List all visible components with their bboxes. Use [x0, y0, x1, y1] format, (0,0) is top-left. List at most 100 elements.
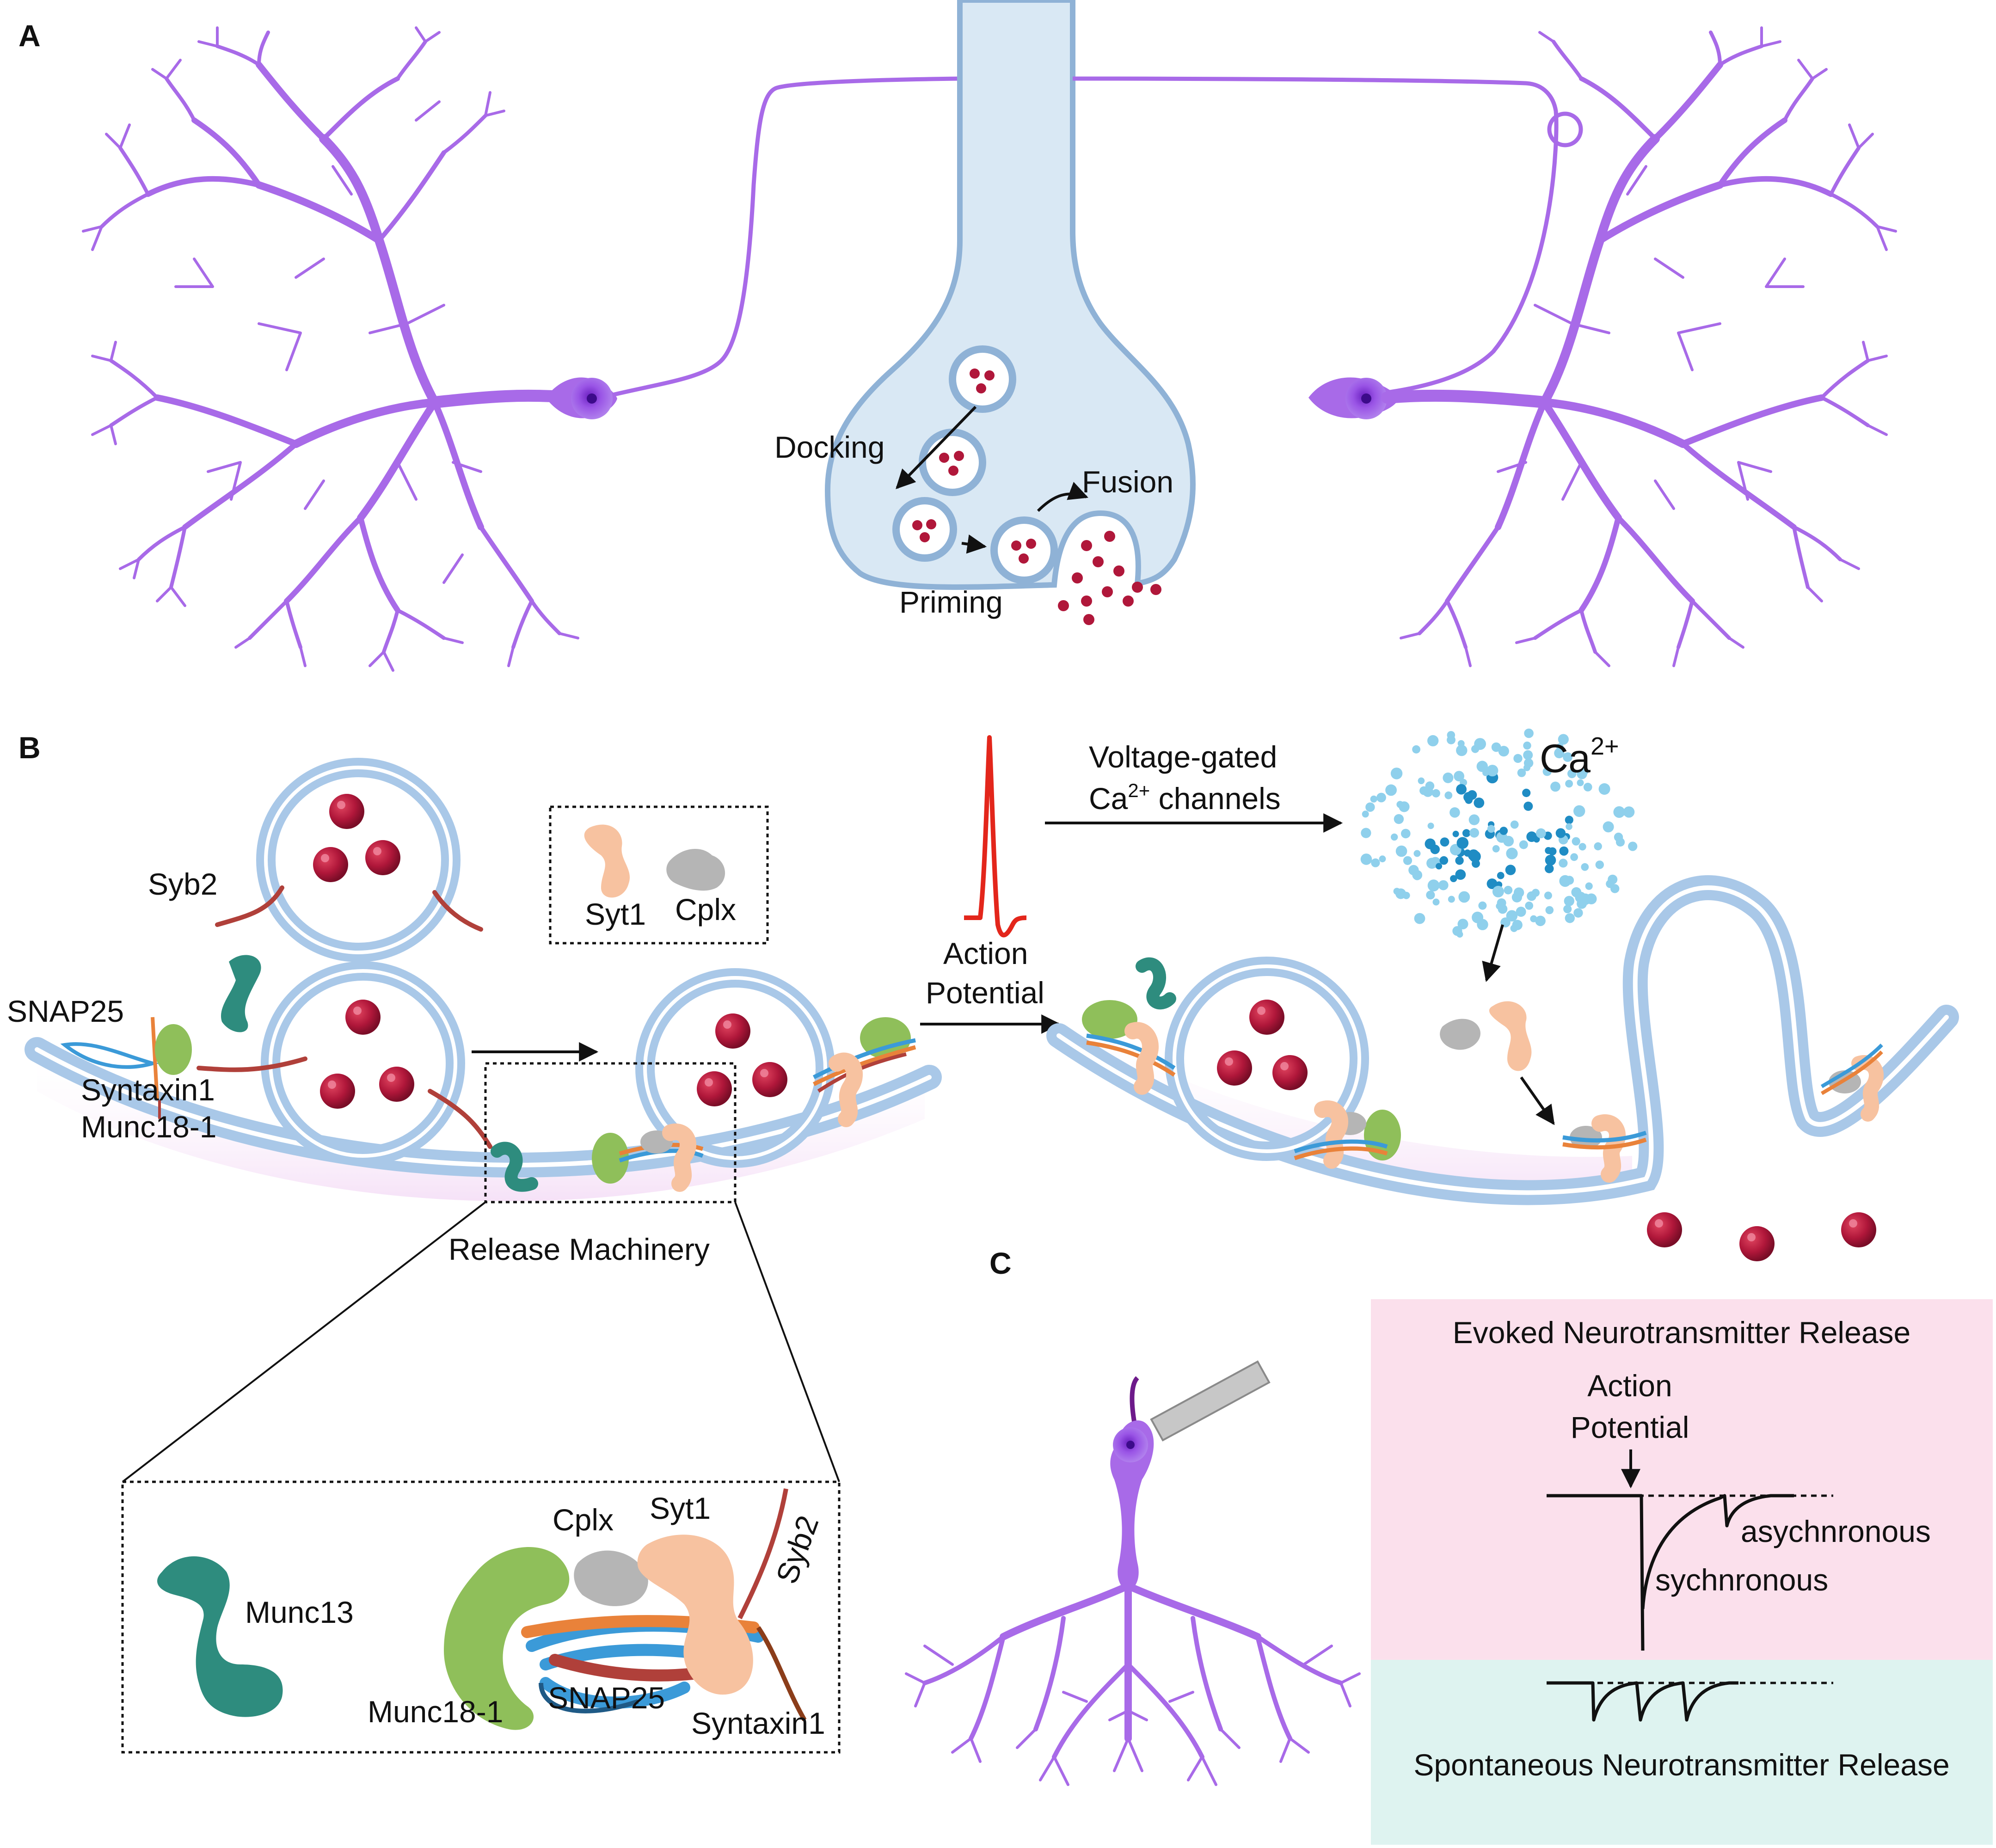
calcium-ion [1456, 744, 1468, 756]
evoked-release-panel [1371, 1299, 1993, 1660]
neuron-dendrites-right [1381, 26, 1897, 667]
calcium-ion [1413, 850, 1421, 857]
label-syntaxin1-zoom: Syntaxin1 [691, 1706, 825, 1740]
calcium-ion [1566, 823, 1572, 830]
calcium-ion [1517, 768, 1526, 777]
label-syb2: Syb2 [148, 867, 217, 901]
evoked-trace [1547, 1494, 1794, 1651]
calcium-ion [1426, 858, 1437, 869]
calcium-ion [1393, 888, 1400, 895]
calcium-ion [1452, 830, 1459, 837]
calcium-ion [1491, 742, 1501, 752]
label-synchronous: sychnronous [1655, 1563, 1828, 1597]
calcium-ion [1427, 823, 1434, 829]
fusion-arrow [1037, 482, 1088, 512]
calcium-ion [1476, 761, 1488, 772]
calcium-ion [1412, 745, 1421, 754]
panel-c: C Evoked Neurotransmitter Release Action… [905, 1246, 1993, 1845]
calcium-ion [1425, 781, 1435, 791]
calcium-ion [1365, 802, 1375, 812]
calcium-ions-icon [1360, 728, 1638, 938]
calcium-ion [1472, 911, 1484, 923]
calcium-ion [1457, 740, 1465, 747]
calcium-ion [1468, 814, 1480, 825]
calcium-ion [1394, 814, 1404, 824]
calcium-ion [1486, 765, 1499, 777]
calcium-ion [1598, 783, 1610, 795]
label-syt1-zoom: Syt1 [650, 1491, 711, 1525]
calcium-ion [1573, 908, 1583, 918]
action-potential-trace [964, 735, 1027, 938]
calcium-ion [1536, 828, 1546, 839]
vesicle-fusing [1082, 957, 1401, 1169]
panel-letter-b: B [18, 731, 41, 765]
calcium-ion [1497, 872, 1505, 879]
label-calcium: Ca2+ [1540, 732, 1619, 781]
calcium-ion [1472, 859, 1480, 868]
calcium-ion [1456, 837, 1469, 849]
vesicle [919, 429, 986, 496]
label-docking: Docking [774, 430, 884, 464]
syntaxin-tail [756, 1626, 807, 1721]
calcium-ion [1524, 728, 1534, 738]
calcium-ion [1496, 903, 1503, 910]
calcium-ion [1523, 758, 1534, 768]
label-snap25: SNAP25 [7, 994, 124, 1028]
calcium-ion [1478, 901, 1487, 910]
munc13-protein [221, 955, 261, 1032]
vesicle-undocked [215, 758, 483, 962]
calcium-ion [1458, 891, 1470, 903]
calcium-ion [1440, 837, 1449, 847]
syb2-protein [215, 885, 483, 932]
calcium-ion [1503, 835, 1514, 847]
calcium-ion [1572, 837, 1580, 846]
spontaneous-trace [1547, 1681, 1738, 1722]
calcium-ion [1454, 771, 1465, 782]
label-action: Action [943, 936, 1028, 970]
label-ap-line1: Action [1587, 1369, 1672, 1403]
calcium-ion [1577, 768, 1587, 780]
calcium-ion [1486, 878, 1498, 889]
calcium-ion [1512, 920, 1523, 930]
calcium-ion [1510, 820, 1519, 829]
calcium-ion [1519, 840, 1528, 849]
calcium-ion [1370, 795, 1377, 803]
calcium-ion [1523, 741, 1531, 750]
calcium-ion [1427, 735, 1439, 747]
released-neurotransmitter [1739, 1226, 1775, 1261]
calcium-ion [1474, 798, 1485, 808]
presynaptic-neuron [82, 26, 962, 672]
calcium-ion [1412, 870, 1423, 880]
evoked-release-title: Evoked Neurotransmitter Release [1453, 1315, 1910, 1350]
calcium-ion [1577, 779, 1584, 786]
calcium-ion [1585, 882, 1593, 890]
calcium-ion [1427, 879, 1440, 892]
calcium-ion [1450, 875, 1457, 883]
syntaxin-munc18-complex [60, 1017, 192, 1119]
calcium-ion [1545, 906, 1554, 915]
calcium-ion [1505, 865, 1516, 875]
calcium-ion [1464, 849, 1471, 857]
vesicle [892, 497, 957, 562]
calcium-ion [1577, 898, 1587, 909]
calcium-ion [1595, 860, 1604, 869]
syt1-protein-zoom [637, 1535, 753, 1695]
calcium-ion [1615, 837, 1625, 847]
docking-arrow [896, 405, 977, 490]
zoom-line-left [122, 1201, 486, 1483]
calcium-ion [1525, 902, 1534, 910]
panel-letter-a: A [18, 18, 41, 53]
calcium-ion [1504, 885, 1513, 895]
cplx-protein [666, 849, 725, 891]
zoom-line-right [734, 1202, 840, 1482]
calcium-ion [1463, 792, 1474, 803]
nucleus-left [587, 393, 597, 404]
calcium-ion [1438, 880, 1449, 890]
calcium-ion [1371, 858, 1380, 867]
calcium-ion [1550, 781, 1560, 792]
panel-b: B Syb2 Syt1 Cplx [7, 728, 1959, 1754]
panel-letter-c: C [989, 1246, 1012, 1280]
calcium-ion [1563, 905, 1572, 914]
syt1-protein [584, 824, 630, 898]
neuron-axon-right [1072, 76, 1559, 400]
